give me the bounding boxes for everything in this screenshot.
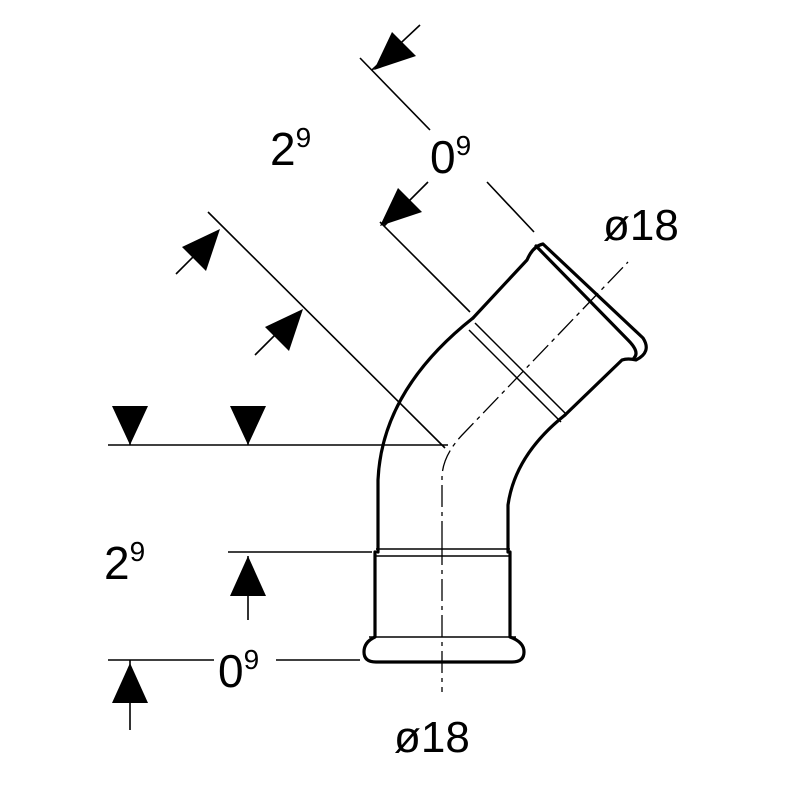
upper-socket: [471, 242, 648, 417]
dimension-label-angled-a: 29: [270, 123, 311, 175]
dim-vertical-a-base: 2: [104, 537, 130, 589]
arrow-down-left-icon: [374, 32, 416, 70]
arrow-down-icon: [112, 406, 148, 445]
bend-outer-wall: [376, 316, 475, 554]
arrow-up-right-icon: [265, 309, 303, 351]
dim-vertical-a-sup: 9: [129, 536, 146, 567]
dimension-label-vertical-a: 29: [104, 537, 145, 589]
socket-insertion-lines: [369, 322, 568, 638]
arrow-down-icon: [230, 406, 266, 445]
diameter-label-bottom: ø18: [394, 713, 470, 762]
dimension-label-vertical-b: 09: [218, 645, 259, 697]
dimension-label-angled-b: 09: [430, 131, 471, 183]
bend-inner-wall: [506, 413, 567, 554]
fitting-body: [362, 242, 648, 664]
dim-angled-b-base: 0: [430, 131, 456, 183]
arrow-up-icon: [230, 556, 266, 596]
center-lines: [441, 261, 629, 692]
diameter-label-top: ø18: [603, 201, 679, 250]
dim-angled-b-sup: 9: [455, 130, 472, 161]
dimension-arrows: [112, 32, 422, 703]
bottom-socket: [362, 550, 526, 664]
upper-socket-inner-edge: [534, 244, 638, 360]
arrow-down-left-icon: [380, 188, 422, 226]
dim-vertical-b-base: 0: [218, 645, 244, 697]
dim-angled-a-sup: 9: [295, 122, 312, 153]
dim-angled-a-base: 2: [270, 123, 296, 175]
arrow-up-right-icon: [182, 229, 220, 271]
arrow-up-icon: [112, 663, 148, 703]
dim-vertical-b-sup: 9: [243, 644, 260, 675]
